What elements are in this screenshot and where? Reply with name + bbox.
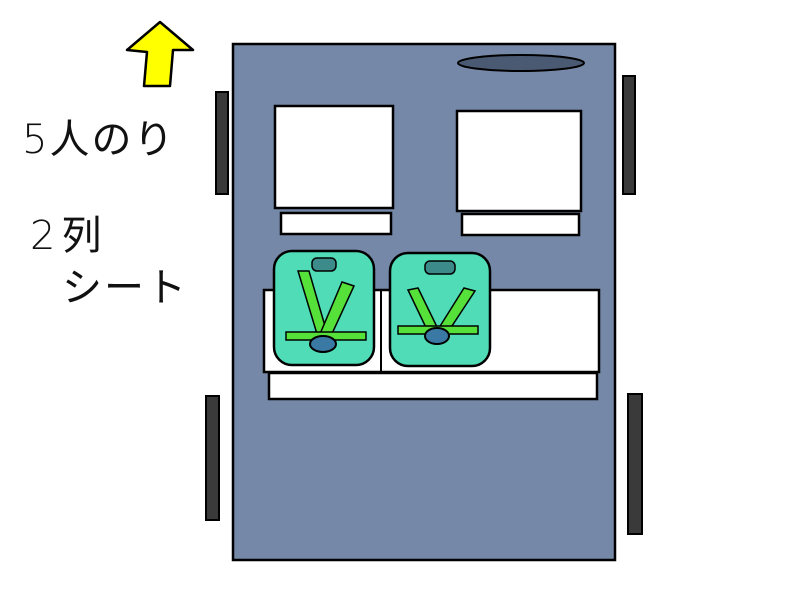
front-seat-right bbox=[455, 109, 583, 237]
arrow-up-icon bbox=[125, 20, 195, 88]
wheel-front-right bbox=[622, 75, 636, 195]
wheel-front-left bbox=[215, 91, 229, 195]
wheel-rear-left bbox=[205, 395, 220, 521]
sunroof bbox=[457, 54, 585, 72]
front-seat-left bbox=[273, 104, 395, 236]
wheel-rear-right bbox=[627, 393, 643, 535]
rows-label: 2列 bbox=[30, 213, 108, 259]
capacity-label: 5人のり bbox=[22, 117, 176, 163]
child-seat-icon bbox=[388, 251, 492, 368]
seat-label: シート bbox=[62, 265, 188, 311]
child-seat-icon bbox=[272, 249, 376, 367]
